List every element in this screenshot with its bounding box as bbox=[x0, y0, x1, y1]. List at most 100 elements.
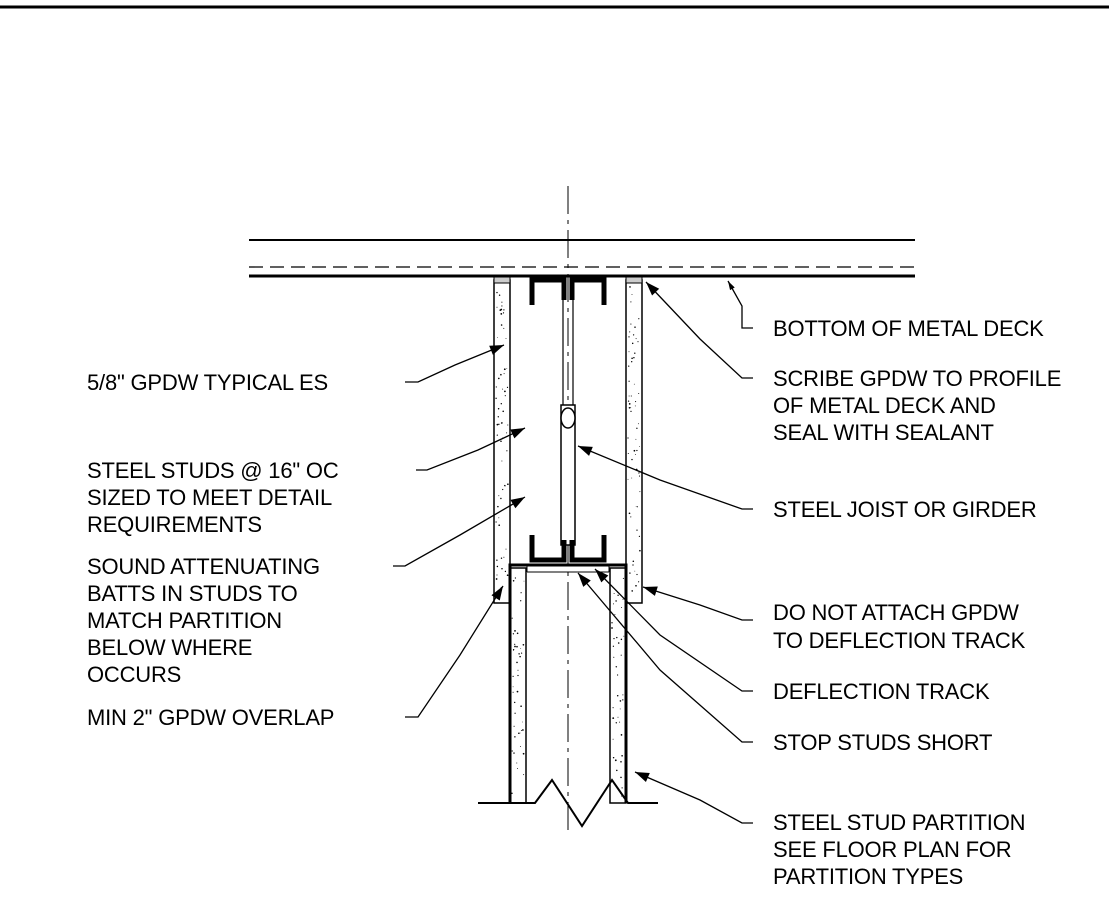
stipple-dot bbox=[495, 578, 498, 580]
stipple-dot bbox=[632, 334, 635, 336]
stipple-dot bbox=[636, 573, 638, 576]
stipple-dot bbox=[615, 666, 618, 668]
stipple-dot bbox=[498, 495, 500, 497]
stipple-dot bbox=[513, 752, 515, 754]
stipple-dot bbox=[506, 368, 508, 369]
stipple-dot bbox=[495, 397, 497, 399]
stipple-dot bbox=[622, 577, 624, 579]
stipple-dot bbox=[628, 380, 630, 382]
stipple-dot bbox=[631, 357, 633, 360]
stipple-dot bbox=[506, 432, 508, 434]
stipple-dot bbox=[620, 761, 622, 763]
stipple-dot bbox=[516, 661, 518, 664]
stipple-dot bbox=[631, 342, 634, 345]
stipple-dot bbox=[612, 707, 614, 709]
stipple-dot bbox=[628, 403, 631, 405]
stipple-dot bbox=[501, 301, 503, 303]
stipple-dot bbox=[517, 768, 518, 769]
stipple-dot bbox=[514, 645, 516, 648]
label-sound-batts-line-5: OCCURS bbox=[87, 662, 181, 687]
stipple-dot bbox=[522, 729, 524, 731]
stipple-dot bbox=[634, 352, 636, 354]
stipple-dot bbox=[512, 686, 514, 688]
stipple-dot bbox=[617, 642, 620, 644]
stipple-dot bbox=[630, 301, 632, 303]
stipple-dot bbox=[502, 410, 504, 413]
label-sound-batts-line-2: BATTS IN STUDS TO bbox=[87, 581, 298, 606]
stipple-dot bbox=[635, 506, 637, 508]
leader-bottom-of-deck bbox=[727, 280, 753, 329]
label-partition-line-3: PARTITION TYPES bbox=[773, 864, 963, 889]
stipple-dot bbox=[634, 326, 636, 328]
stipple-dot bbox=[638, 581, 640, 583]
stipple-dot bbox=[522, 643, 525, 646]
stipple-dot bbox=[629, 572, 631, 574]
stipple-dot bbox=[614, 614, 616, 616]
label-partition-line-2: SEE FLOOR PLAN FOR bbox=[773, 837, 1011, 862]
stipple-dot bbox=[497, 416, 499, 418]
label-steel-joist: STEEL JOIST OR GIRDER bbox=[773, 497, 1037, 522]
stipple-dot bbox=[628, 351, 630, 353]
stipple-dot bbox=[619, 721, 621, 723]
stipple-dot bbox=[631, 458, 633, 461]
stipple-dot bbox=[637, 423, 639, 425]
stipple-dot bbox=[498, 294, 501, 296]
label-scribe-line-2: OF METAL DECK AND bbox=[773, 393, 996, 418]
stipple-dot bbox=[632, 560, 635, 563]
stipple-dot bbox=[613, 603, 614, 605]
stipple-dot bbox=[516, 645, 518, 648]
stipple-dot bbox=[630, 323, 632, 325]
stipple-dot bbox=[502, 312, 505, 314]
label-steel-studs-line-2: SIZED TO MEET DETAIL bbox=[87, 485, 332, 510]
stipple-dot bbox=[638, 472, 640, 474]
stipple-dot bbox=[613, 656, 615, 658]
label-steel-studs-line-3: REQUIREMENTS bbox=[87, 512, 262, 537]
label-steel-studs-line-1: STEEL STUDS @ 16" OC bbox=[87, 458, 339, 483]
stipple-dot bbox=[620, 638, 623, 641]
stipple-dot bbox=[634, 570, 636, 572]
leader-stop-studs bbox=[577, 572, 753, 743]
stipple-dot bbox=[503, 373, 505, 375]
stipple-dot bbox=[620, 654, 622, 656]
stipple-dot bbox=[630, 407, 632, 409]
stipple-dot bbox=[631, 477, 633, 479]
stipple-dot bbox=[504, 484, 506, 486]
leader-partition bbox=[634, 771, 753, 824]
label-scribe-line-3: SEAL WITH SEALANT bbox=[773, 420, 994, 445]
leader-sound-batts bbox=[393, 496, 526, 567]
stipple-dot bbox=[614, 759, 617, 762]
stipple-dot bbox=[497, 337, 498, 338]
stipple-dot bbox=[639, 446, 640, 447]
stipple-dot bbox=[518, 732, 520, 735]
label-bottom-of-metal-deck: BOTTOM OF METAL DECK bbox=[773, 316, 1044, 341]
stipple-dot bbox=[621, 755, 623, 757]
stipple-dot bbox=[496, 423, 499, 426]
stipple-dot bbox=[503, 556, 505, 558]
stipple-dot bbox=[627, 452, 629, 455]
stipple-dot bbox=[496, 565, 499, 568]
stipple-dot bbox=[520, 592, 522, 594]
stipple-dot bbox=[616, 769, 618, 772]
label-do-not-attach-line-2: TO DEFLECTION TRACK bbox=[773, 628, 1026, 653]
stipple-dot bbox=[616, 695, 619, 697]
stipple-dot bbox=[512, 580, 515, 582]
stipple-dot bbox=[635, 338, 637, 340]
leader-deflection-track bbox=[594, 568, 753, 692]
stipple-dot bbox=[612, 717, 615, 719]
stipple-dot bbox=[496, 306, 498, 308]
stipple-dot bbox=[512, 633, 515, 635]
stipple-dot bbox=[622, 694, 624, 696]
stipple-dot bbox=[500, 324, 503, 326]
stipple-dot bbox=[503, 368, 506, 371]
leader-scribe bbox=[645, 281, 753, 379]
gypsum-board-right-lower bbox=[609, 567, 627, 804]
stipple-dot bbox=[502, 488, 504, 491]
leader-do-not-attach bbox=[642, 586, 753, 621]
stipple-dot bbox=[495, 386, 497, 388]
gypsum-stipple bbox=[495, 286, 641, 797]
stipple-dot bbox=[620, 734, 623, 736]
stipple-dot bbox=[500, 422, 502, 424]
stipple-dot bbox=[634, 454, 636, 456]
label-min-gpdw-overlap: MIN 2" GPDW OVERLAP bbox=[87, 705, 334, 730]
stipple-dot bbox=[514, 712, 516, 714]
